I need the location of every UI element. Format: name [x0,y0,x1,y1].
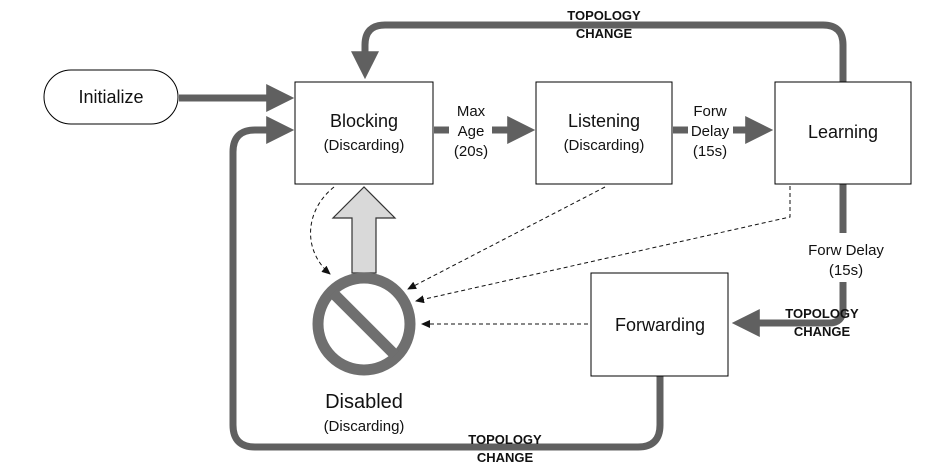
blocking-sublabel: (Discarding) [324,137,405,154]
forwarding-label: Forwarding [615,315,705,335]
dashed-arrow-blocking-to-disabled [310,186,335,275]
state-blocking: Blocking (Discarding) [294,81,434,185]
initialize-label: Initialize [78,87,143,107]
forw-delay-2-line1: Forw Delay [808,242,884,259]
arrow-learning-to-blocking-topology-change [351,21,847,82]
label-forw-delay-2: Forw Delay (15s) [808,242,884,279]
learning-label: Learning [808,122,878,142]
label-topology-change-right: TOPOLOGY CHANGE [785,306,859,339]
topology-change-bottom-line1: TOPOLOGY [468,432,542,447]
forw-delay-1-line3: (15s) [693,143,727,160]
disabled-label: Disabled [325,391,403,413]
forw-delay-1-line2: Delay [691,123,730,140]
blocking-label: Blocking [330,111,398,131]
dashed-arrow-learning-to-disabled [415,186,791,304]
max-age-line2: Age [458,123,485,140]
arrow-disabled-to-blocking [331,186,397,274]
listening-sublabel: (Discarding) [564,137,645,154]
state-disabled: Disabled (Discarding) [312,272,416,435]
forwarding-box [590,272,729,377]
state-listening: Listening (Discarding) [535,81,673,185]
arrow-forwarding-to-blocking-topology-change [229,116,664,451]
arrow-learning-to-forwarding-lower [731,282,847,337]
label-topology-change-bottom: TOPOLOGY CHANGE [468,432,542,465]
learning-box [774,81,912,185]
blocking-box [294,81,434,185]
thick-arrows [179,21,847,451]
disabled-sublabel: (Discarding) [324,418,405,435]
label-max-age: Max Age (20s) [454,103,488,160]
max-age-line3: (20s) [454,143,488,160]
state-forwarding: Forwarding [590,272,729,377]
max-age-line1: Max [457,103,486,120]
topology-change-right-line1: TOPOLOGY [785,306,859,321]
topology-change-bottom-line2: CHANGE [477,450,534,465]
listening-box [535,81,673,185]
disabled-icon-slash [329,289,399,359]
forw-delay-1-line1: Forw [693,103,727,120]
forw-delay-2-line2: (15s) [829,262,863,279]
dashed-arrow-listening-to-disabled [407,186,606,290]
label-topology-change-top: TOPOLOGY CHANGE [567,8,641,41]
state-learning: Learning [774,81,912,185]
dashed-arrows [310,186,791,328]
topology-change-top-line1: TOPOLOGY [567,8,641,23]
topology-change-right-line2: CHANGE [794,324,851,339]
listening-label: Listening [568,111,640,131]
label-forw-delay-1: Forw Delay (15s) [691,103,730,160]
disabled-icon [312,272,416,376]
initialize-shape [43,69,179,125]
topology-change-top-line2: CHANGE [576,26,633,41]
state-initialize: Initialize [43,69,179,125]
